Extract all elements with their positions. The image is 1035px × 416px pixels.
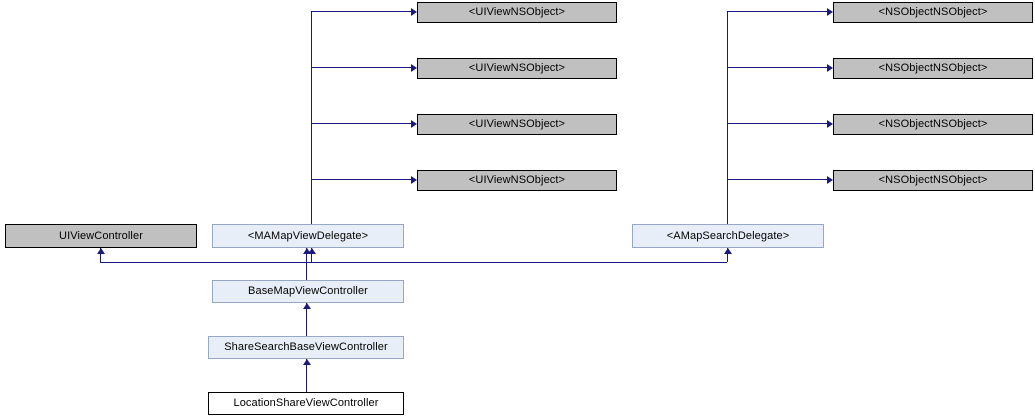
node-label: UIViewController [59, 229, 143, 242]
node-sharesearchbaseviewcontroller[interactable]: ShareSearchBaseViewController [208, 336, 404, 359]
bus-stub-connector-2 [311, 248, 312, 262]
left-branch-connector-4 [311, 179, 411, 180]
left-branch-arrow-1 [411, 8, 417, 16]
node-uiview_nsobject_4[interactable]: <UIViewNSObject> [417, 170, 617, 191]
node-nsobject_nsobject_3[interactable]: <NSObjectNSObject> [833, 114, 1033, 135]
node-label: <NSObjectNSObject> [878, 118, 988, 130]
right-branch-arrow-2 [827, 64, 833, 72]
node-nsobject_nsobject_1[interactable]: <NSObjectNSObject> [833, 2, 1033, 23]
left-branch-arrow-3 [411, 120, 417, 128]
chain-arrow-3 [303, 359, 311, 365]
left-branch-arrow-4 [411, 176, 417, 184]
left-branch-connector-2 [311, 67, 411, 68]
node-uiviewcontroller[interactable]: UIViewController [5, 224, 197, 248]
node-nsobject_nsobject_2[interactable]: <NSObjectNSObject> [833, 58, 1033, 79]
right-branch-arrow-3 [827, 120, 833, 128]
node-label: LocationShareViewController [233, 397, 379, 409]
left-branch-arrow-2 [411, 64, 417, 72]
node-label: <UIViewNSObject> [468, 118, 566, 130]
bus-stub-connector-3 [727, 248, 728, 262]
node-label: <MAMapViewDelegate> [247, 229, 369, 242]
node-label: BaseMapViewController [248, 285, 368, 297]
left-branch-connector-3 [311, 123, 411, 124]
node-label: <UIViewNSObject> [468, 62, 566, 74]
chain-connector-2 [306, 303, 307, 336]
inheritance-bus-connector [100, 262, 727, 263]
right-branch-connector-1 [727, 11, 827, 12]
right-branch-arrow-1 [827, 8, 833, 16]
bus-stub-arrow-3 [724, 248, 732, 254]
node-uiview_nsobject_3[interactable]: <UIViewNSObject> [417, 114, 617, 135]
node-label: <NSObjectNSObject> [878, 6, 988, 18]
node-label: <NSObjectNSObject> [878, 174, 988, 186]
node-amapsearchdelegate[interactable]: <AMapSearchDelegate> [632, 224, 824, 248]
left-branch-connector-1 [311, 11, 411, 12]
node-mamapviewdelegate[interactable]: <MAMapViewDelegate> [212, 224, 404, 248]
node-nsobject_nsobject_4[interactable]: <NSObjectNSObject> [833, 170, 1033, 191]
node-label: ShareSearchBaseViewController [224, 341, 388, 353]
chain-arrow-1 [303, 248, 311, 254]
right-branch-connector-3 [727, 123, 827, 124]
right-branch-connector-4 [727, 179, 827, 180]
chain-arrow-2 [303, 303, 311, 309]
right-riser-connector [727, 11, 728, 224]
right-branch-arrow-4 [827, 176, 833, 184]
left-riser-connector [311, 11, 312, 224]
bus-stub-connector-1 [100, 248, 101, 262]
node-label: <AMapSearchDelegate> [666, 229, 790, 242]
node-label: <NSObjectNSObject> [878, 62, 988, 74]
node-label: <UIViewNSObject> [468, 6, 566, 18]
chain-connector-3 [306, 359, 307, 392]
chain-connector-1 [306, 248, 307, 280]
bus-stub-arrow-2 [308, 248, 316, 254]
right-branch-connector-2 [727, 67, 827, 68]
bus-stub-arrow-1 [97, 248, 105, 254]
node-locationshareviewcontroller[interactable]: LocationShareViewController [208, 392, 404, 415]
node-basemapviewcontroller[interactable]: BaseMapViewController [212, 280, 404, 303]
node-uiview_nsobject_1[interactable]: <UIViewNSObject> [417, 2, 617, 23]
node-label: <UIViewNSObject> [468, 174, 566, 186]
node-uiview_nsobject_2[interactable]: <UIViewNSObject> [417, 58, 617, 79]
